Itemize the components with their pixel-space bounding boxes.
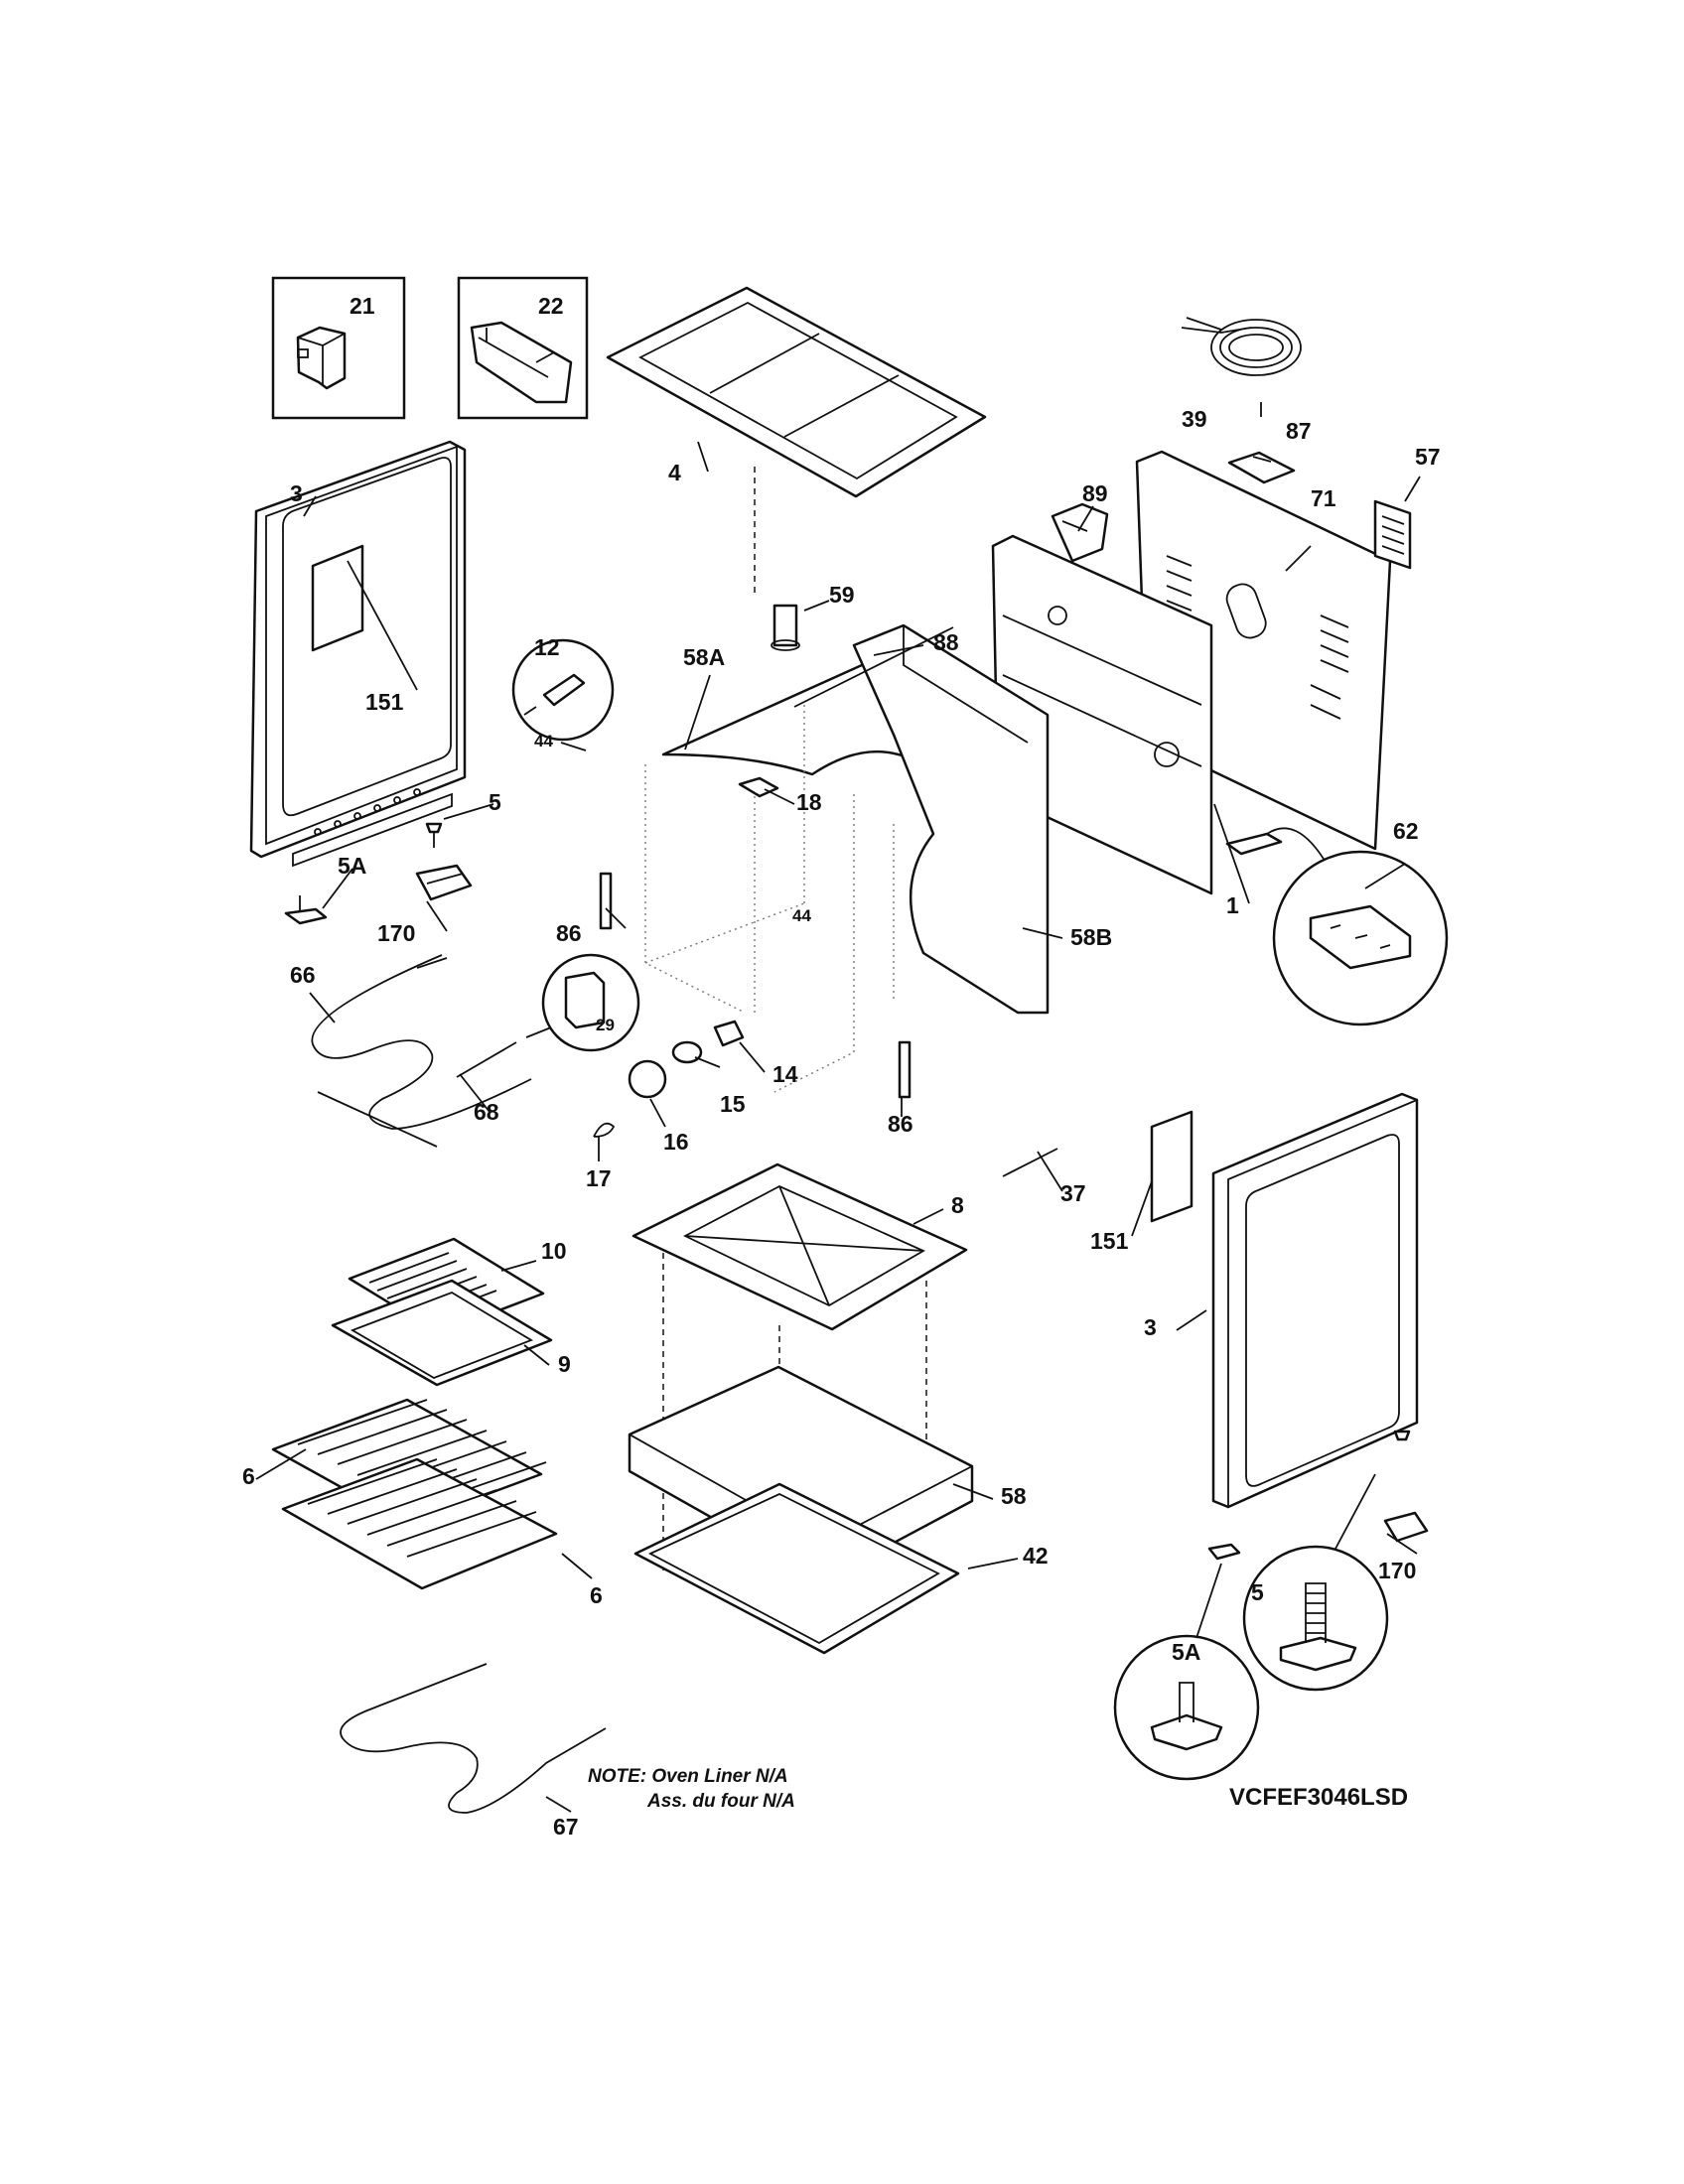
label-87: 87 (1286, 418, 1312, 444)
part-170-bracket-left (415, 864, 473, 901)
oven-liner-note-line1: NOTE: Oven Liner N/A (588, 1766, 788, 1787)
part-16-light-lens (628, 1059, 667, 1099)
part-57-vent-grille (1373, 499, 1412, 570)
label-22: 22 (538, 293, 564, 319)
label-57: 57 (1415, 444, 1441, 470)
label-21: 21 (350, 293, 375, 319)
label-5a-right: 5A (1172, 1639, 1200, 1665)
oven-cavity-outline (644, 705, 895, 1093)
label-151-left: 151 (365, 689, 404, 715)
part-39-power-cord (1181, 317, 1302, 376)
part-89-bracket (1051, 502, 1109, 563)
label-4: 4 (668, 460, 681, 485)
label-88: 88 (933, 629, 959, 655)
label-44-left: 44 (534, 732, 553, 751)
part-58b-side-insulation (852, 623, 1050, 1015)
part-5-screw-left (425, 822, 443, 848)
label-62: 62 (1393, 818, 1419, 844)
part-87-plate (1227, 451, 1296, 484)
label-3-left: 3 (290, 480, 303, 506)
part-62-terminal-block (1225, 827, 1449, 1026)
label-170-right: 170 (1378, 1558, 1416, 1583)
part-66-broil-element (311, 954, 557, 1130)
part-68-oven-sensor (317, 1041, 517, 1148)
label-12: 12 (534, 634, 560, 660)
label-1: 1 (1226, 892, 1239, 918)
label-10: 10 (541, 1238, 567, 1264)
part-12-thermostat (511, 638, 615, 742)
label-5a-left: 5A (338, 853, 366, 879)
part-42-bottom-panel (633, 1482, 960, 1655)
label-71: 71 (1311, 485, 1336, 511)
label-6-lower: 6 (590, 1582, 603, 1608)
leader-lines (255, 402, 1421, 1813)
label-151-right: 151 (1090, 1228, 1129, 1254)
label-86-right: 86 (888, 1111, 913, 1137)
label-59: 59 (829, 582, 855, 608)
label-68: 68 (474, 1099, 499, 1125)
model-number: VCFEF3046LSD (1229, 1784, 1408, 1811)
part-5-screw-right-small (1393, 1430, 1411, 1441)
label-44-center: 44 (792, 906, 811, 925)
label-86-left: 86 (556, 920, 582, 946)
part-labels: 21 22 3 4 39 87 57 89 71 59 88 12 58A 15… (242, 293, 1441, 1840)
label-16: 16 (663, 1129, 689, 1155)
label-5-right: 5 (1251, 1579, 1264, 1605)
part-9-broil-pan (331, 1279, 553, 1387)
label-58b: 58B (1070, 924, 1112, 950)
part-4-top-panel (606, 286, 987, 498)
part-3-side-panel-right (1211, 1092, 1419, 1509)
part-5a-detail-circle (1113, 1634, 1260, 1781)
part-86-hinge-left (599, 872, 613, 930)
part-21-box (271, 276, 406, 420)
label-6-upper: 6 (242, 1463, 255, 1489)
part-6-oven-rack-lower (281, 1457, 558, 1590)
part-88-wire (793, 626, 954, 708)
label-67: 67 (553, 1814, 579, 1840)
label-42: 42 (1023, 1543, 1049, 1569)
label-8: 8 (951, 1192, 964, 1218)
label-66: 66 (290, 962, 316, 988)
part-59-light-socket (771, 604, 800, 651)
part-151-bracket-right (1150, 1110, 1193, 1223)
label-58a: 58A (683, 644, 725, 670)
part-5a-leg-right-small (1207, 1543, 1241, 1561)
label-89: 89 (1082, 480, 1108, 506)
part-5-detail-circle (1242, 1545, 1389, 1692)
part-22-box (457, 276, 589, 420)
oven-liner-note-line2: Ass. du four N/A (646, 1791, 795, 1812)
part-170-bracket-right (1383, 1511, 1429, 1543)
part-17-wire-clip (593, 1122, 616, 1138)
label-18: 18 (796, 789, 822, 815)
label-37: 37 (1060, 1180, 1086, 1206)
label-3-right: 3 (1144, 1314, 1157, 1340)
part-5a-leg-left (284, 895, 328, 925)
part-29-door-switch (541, 953, 640, 1052)
part-67-bake-element (340, 1663, 607, 1814)
label-9: 9 (558, 1351, 571, 1377)
part-86-hinge-right (898, 1040, 912, 1099)
label-14: 14 (772, 1061, 798, 1087)
label-15: 15 (720, 1091, 746, 1117)
label-5-left: 5 (489, 789, 501, 815)
part-8-oven-bottom (632, 1162, 968, 1331)
label-170-left: 170 (377, 920, 415, 946)
part-15-light-bulb (671, 1040, 703, 1064)
part-37-wire (1002, 1148, 1058, 1177)
part-14-light-receptacle (713, 1020, 745, 1047)
label-39: 39 (1182, 406, 1207, 432)
label-29: 29 (596, 1016, 615, 1034)
part-3-side-panel-left (249, 440, 467, 868)
label-17: 17 (586, 1165, 612, 1191)
label-58: 58 (1001, 1483, 1027, 1509)
